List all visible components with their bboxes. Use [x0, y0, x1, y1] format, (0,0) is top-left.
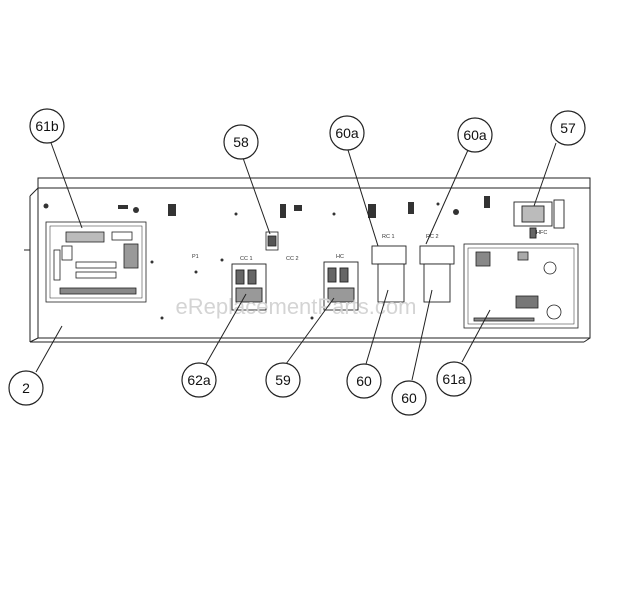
callout-58: 58 [223, 124, 259, 160]
control-board-61a [463, 243, 579, 329]
label-rc1: RC 1 [382, 234, 395, 240]
callout-59: 59 [265, 362, 301, 398]
callout-57: 57 [550, 110, 586, 146]
svg-text:60a: 60a [335, 125, 359, 141]
callout-61b: 61b [29, 108, 65, 144]
label-hfc: HFC [536, 230, 547, 236]
label-hc: HC [336, 254, 344, 260]
svg-text:2: 2 [22, 380, 30, 396]
control-panel-box [24, 177, 591, 343]
relay-rc2 [419, 245, 455, 303]
svg-text:58: 58 [233, 134, 249, 150]
svg-text:61b: 61b [35, 118, 59, 134]
label-rc2: RC 2 [426, 234, 439, 240]
relay-rc1 [371, 245, 407, 303]
callout-60-right: 60 [391, 380, 427, 416]
label-p1: P1 [192, 254, 199, 260]
leader-lines [35, 139, 557, 381]
svg-text:60a: 60a [463, 127, 487, 143]
watermark: eReplacementParts.com [176, 294, 417, 319]
svg-text:62a: 62a [187, 372, 211, 388]
control-board-61b [45, 221, 147, 303]
svg-text:61a: 61a [442, 371, 466, 387]
transformer-57 [513, 199, 565, 239]
callout-60a-right: 60a [457, 117, 493, 153]
svg-text:57: 57 [560, 120, 576, 136]
relay-58 [265, 231, 279, 251]
callout-60a-left: 60a [329, 115, 365, 151]
label-cc2: CC 2 [286, 256, 299, 262]
panel-fasteners [43, 196, 490, 320]
contactor-cc1 [231, 263, 267, 311]
callout-2: 2 [8, 370, 44, 406]
svg-text:59: 59 [275, 372, 291, 388]
svg-text:60: 60 [356, 373, 372, 389]
contactor-hc [323, 261, 359, 311]
label-cc1: CC 1 [240, 256, 253, 262]
svg-text:60: 60 [401, 390, 417, 406]
callout-62a: 62a [181, 362, 217, 398]
callout-61a: 61a [436, 361, 472, 397]
callout-60-left: 60 [346, 363, 382, 399]
